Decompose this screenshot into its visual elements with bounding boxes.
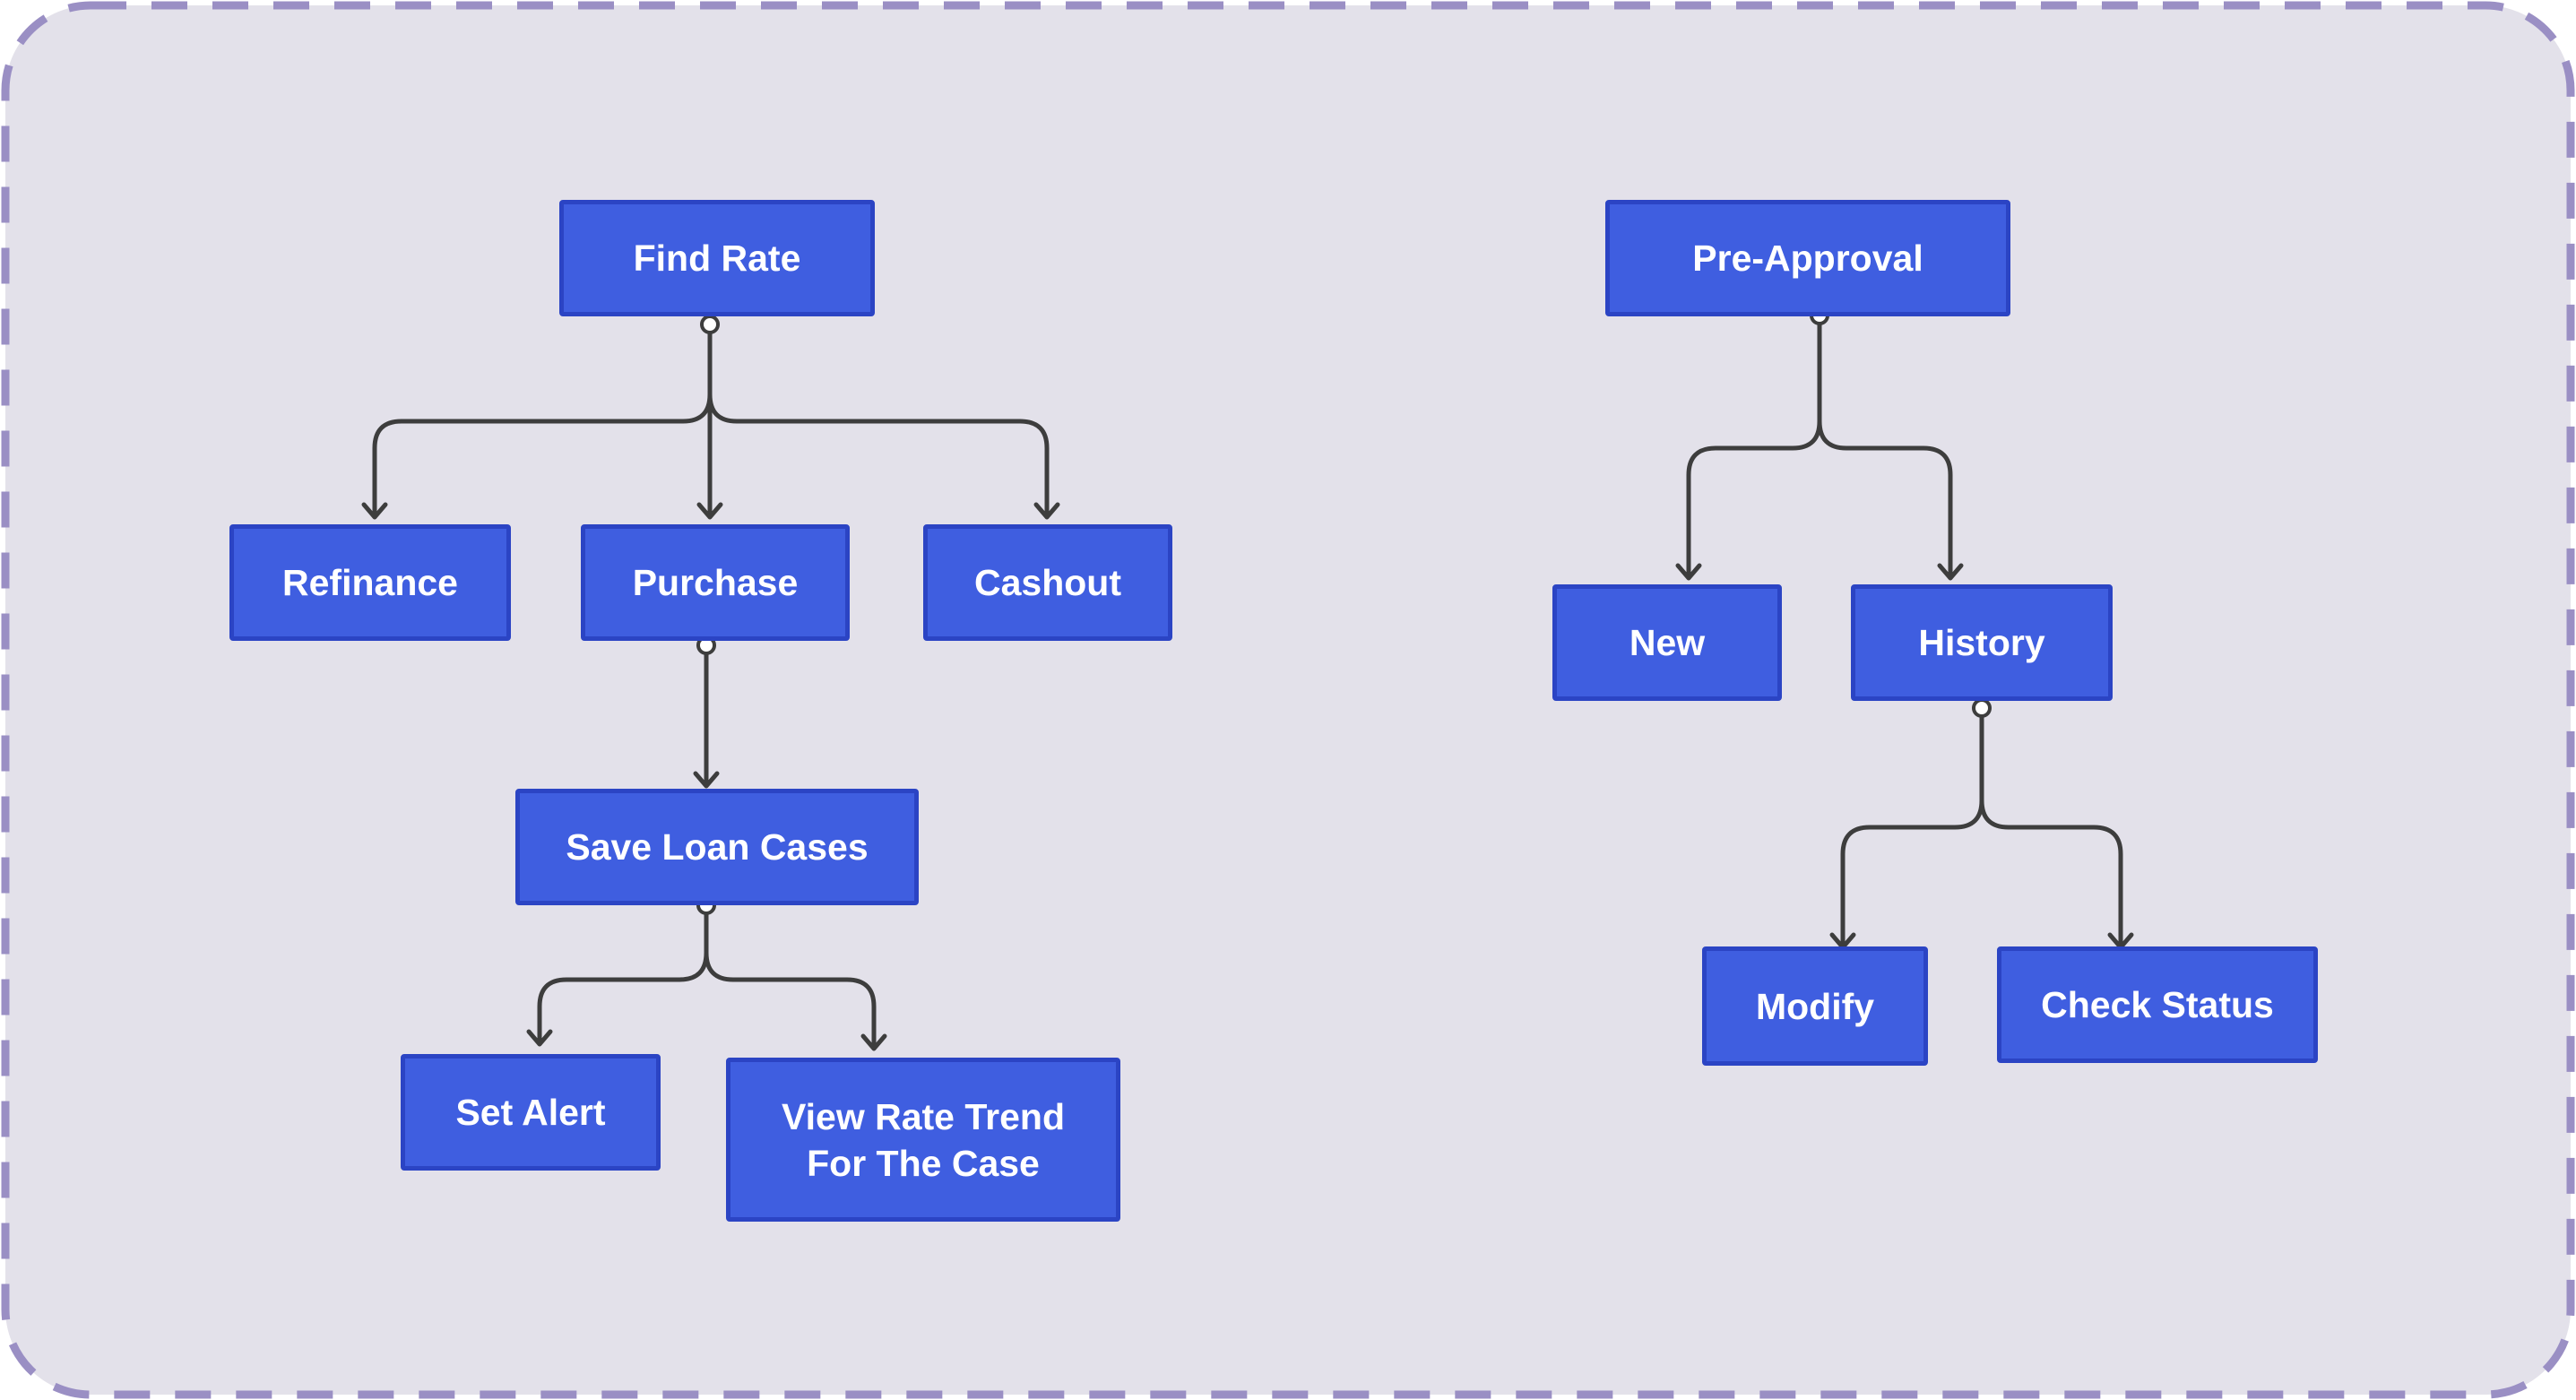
connector-save-viewratetrend [704,903,877,1050]
arrowhead-cashout [1033,502,1060,520]
connector-save-setalert [537,903,709,1045]
node-set-alert[interactable]: Set Alert [401,1054,661,1171]
arrowhead-new [1675,563,1702,581]
connector-origin-findrate [700,315,720,334]
connector-history-checkstatus [1979,705,2123,948]
arrowhead-setalert [526,1029,553,1047]
arrowhead-purchase [696,502,723,520]
node-view-rate-trend[interactable]: View Rate Trend For The Case [726,1058,1120,1222]
arrowhead-refinance [361,502,388,520]
node-purchase[interactable]: Purchase [581,524,850,641]
node-save-loan-cases[interactable]: Save Loan Cases [515,789,919,905]
arrowhead-history [1937,563,1964,581]
connector-preapproval-new [1686,313,1822,579]
node-refinance[interactable]: Refinance [229,524,511,641]
node-find-rate[interactable]: Find Rate [559,200,875,316]
node-cashout[interactable]: Cashout [923,524,1172,641]
arrowhead-viewratetrend [860,1033,887,1051]
node-check-status[interactable]: Check Status [1997,946,2318,1063]
connector-origin-history [1972,698,1992,718]
connector-findrate-cashout [707,322,1050,518]
node-history[interactable]: History [1851,584,2113,701]
node-modify[interactable]: Modify [1702,946,1928,1066]
arrowhead-saveloancases [693,771,720,789]
connector-history-modify [1840,705,1984,948]
connector-preapproval-history [1817,313,1953,579]
node-pre-approval[interactable]: Pre-Approval [1605,200,2010,316]
node-new[interactable]: New [1552,584,1782,701]
